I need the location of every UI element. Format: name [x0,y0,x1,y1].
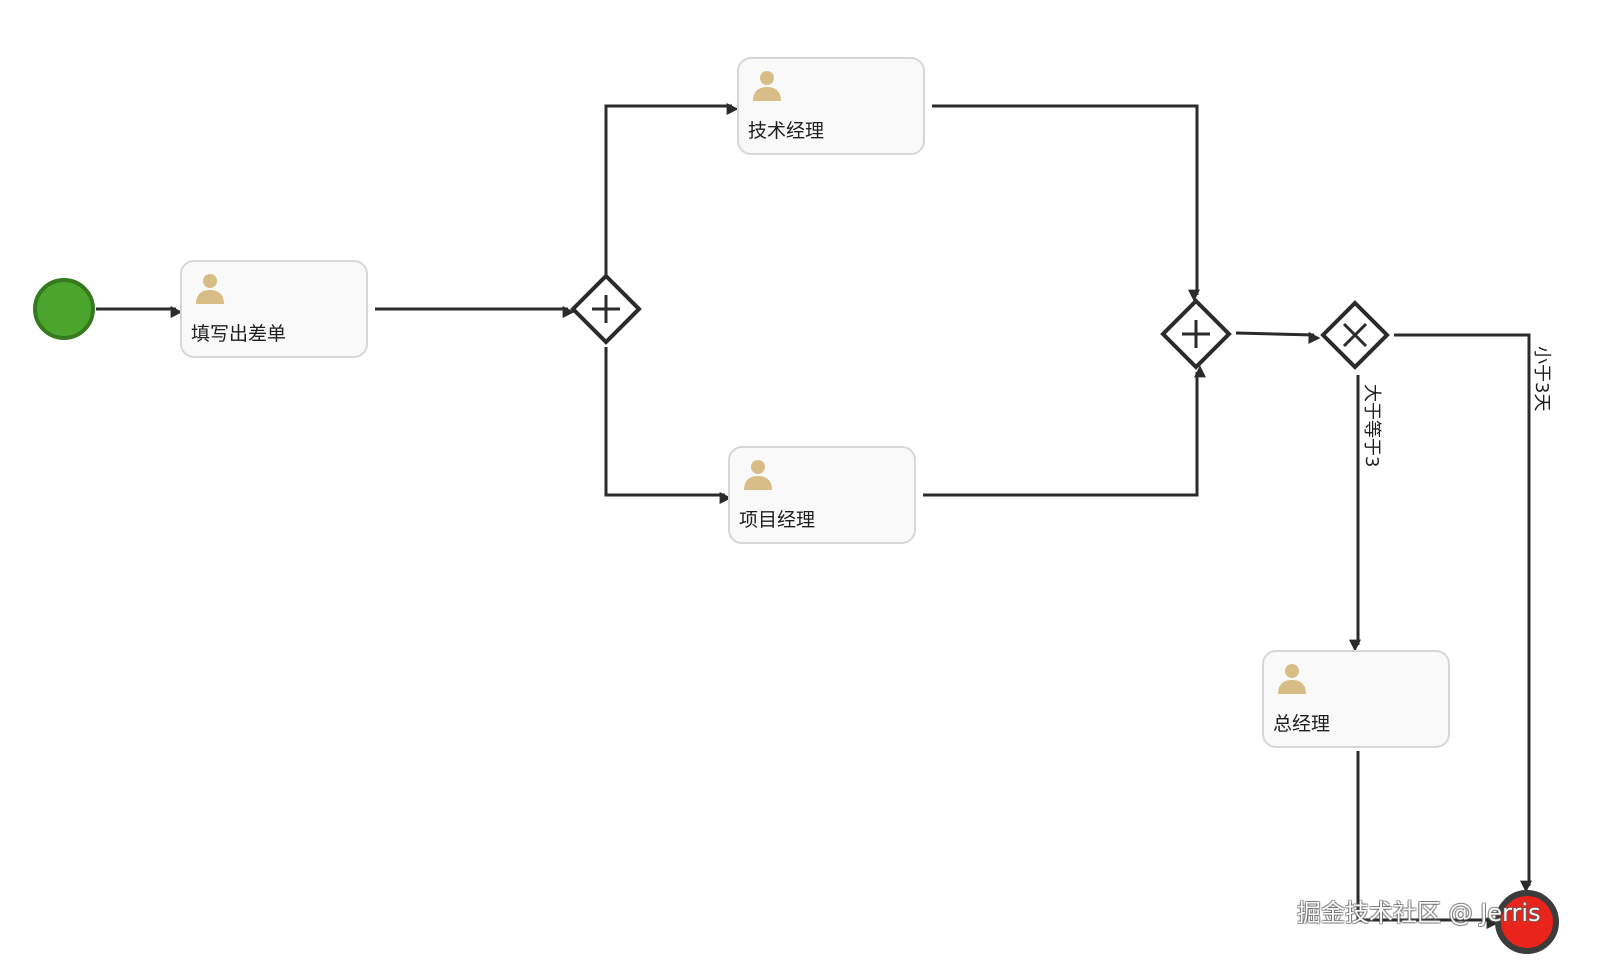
task-label: 技术经理 [748,120,825,142]
task-fill-travel-form[interactable]: 填写出差单 [180,260,368,358]
task-label: 填写出差单 [191,323,287,345]
task-tech-manager[interactable]: 技术经理 [737,57,925,155]
flow-join-to-decision[interactable] [1235,331,1321,344]
gateway-parallel-fork[interactable] [570,273,642,345]
flow-fork-to-project-manager[interactable] [604,347,732,504]
gateway-parallel-join[interactable] [1160,298,1232,370]
flow-decision-to-end[interactable] [1394,333,1532,893]
user-icon [744,460,772,490]
plus-icon [592,295,620,323]
plus-icon [1182,320,1210,348]
user-icon [196,274,224,304]
flow-general-manager-to-end[interactable] [1356,751,1499,929]
flow-tech-manager-to-join[interactable] [932,104,1200,302]
task-label: 项目经理 [739,509,816,531]
cross-icon [1342,322,1368,348]
flow-project-manager-to-join[interactable] [923,365,1206,497]
start-event[interactable] [33,278,95,340]
task-project-manager[interactable]: 项目经理 [728,446,916,544]
gateway-exclusive-decision[interactable] [1320,300,1390,370]
condition-label-lt-3-days: 小于3天 [1531,346,1552,412]
user-icon [1278,664,1306,694]
user-icon [753,71,781,101]
task-label: 总经理 [1273,713,1331,735]
watermark: 掘金技术社区 @ Jerris [1297,899,1541,927]
task-general-manager[interactable]: 总经理 [1262,650,1450,748]
flow-fork-to-tech-manager[interactable] [604,103,739,276]
end-event[interactable] [1495,890,1559,954]
condition-label-gte-3: 大于等于3 [1361,384,1382,468]
